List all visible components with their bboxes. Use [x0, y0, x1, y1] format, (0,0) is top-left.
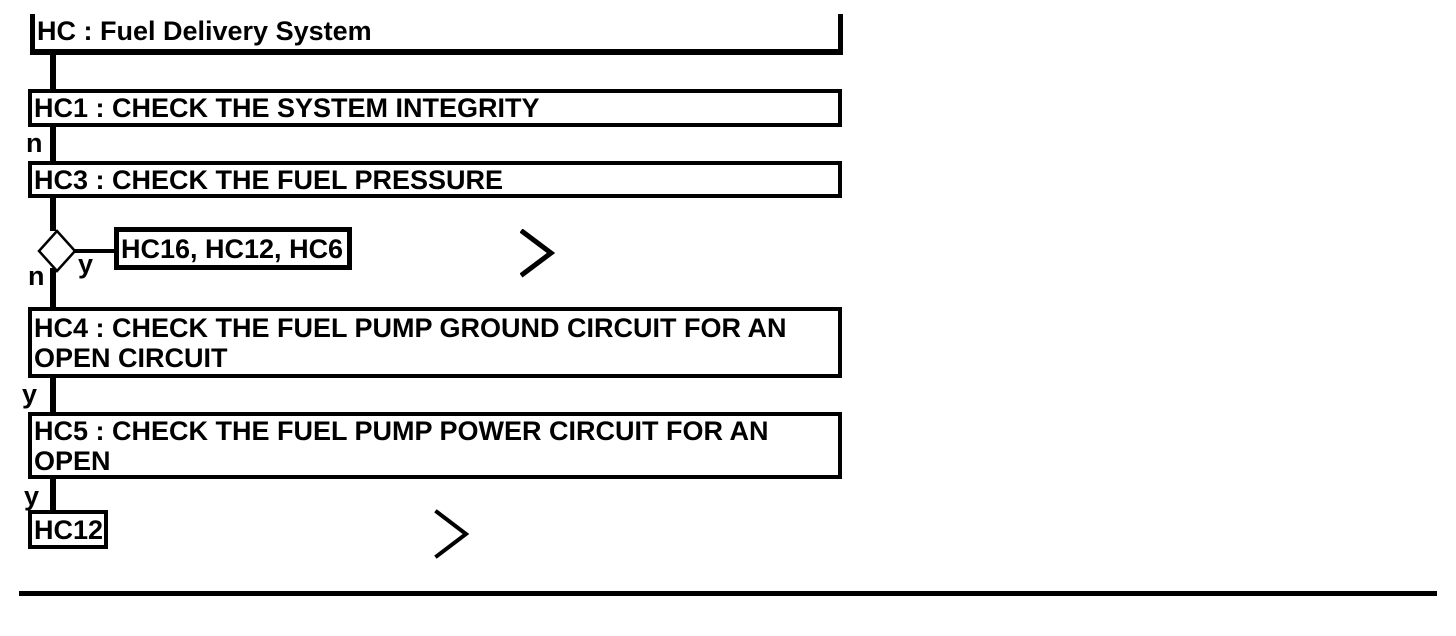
connector-decision-hc4 [50, 268, 56, 307]
step-hc4-line1: HC4 : CHECK THE FUEL PUMP GROUND CIRCUIT… [34, 312, 787, 343]
step-hc4[interactable]: HC4 : CHECK THE FUEL PUMP GROUND CIRCUIT… [28, 307, 842, 378]
step-hc5-line1: HC5 : CHECK THE FUEL PUMP POWER CIRCUIT … [34, 415, 769, 446]
flowchart-title: HC : Fuel Delivery System [30, 14, 843, 55]
ref-box-hc16-label: HC16, HC12, HC6 [121, 233, 344, 264]
branch-label-y-decision: y [78, 249, 94, 279]
step-hc5[interactable]: HC5 : CHECK THE FUEL PUMP POWER CIRCUIT … [28, 412, 842, 479]
connector-decision-hc16 [73, 249, 116, 253]
connector-title-hc1 [50, 55, 56, 89]
connector-hc5-hc12 [50, 479, 56, 510]
step-hc3-label: HC3 : CHECK THE FUEL PRESSURE [34, 164, 504, 195]
branch-label-n-hc1: n [26, 128, 43, 158]
continue-chevron-icon-2[interactable] [434, 509, 472, 566]
step-hc5-line2: OPEN [34, 445, 111, 476]
connector-hc4-hc5 [50, 378, 56, 412]
connector-hc1-hc3 [50, 127, 56, 161]
footer-divider [19, 591, 1437, 596]
step-hc3[interactable]: HC3 : CHECK THE FUEL PRESSURE [28, 161, 842, 198]
step-hc1[interactable]: HC1 : CHECK THE SYSTEM INTEGRITY [28, 89, 842, 127]
step-hc4-line2: OPEN CIRCUIT [34, 342, 228, 373]
branch-label-n-decision: n [28, 261, 45, 291]
ref-box-hc12-label: HC12 [34, 514, 104, 545]
flowchart-title-label: HC : Fuel Delivery System [37, 16, 372, 46]
step-hc1-label: HC1 : CHECK THE SYSTEM INTEGRITY [34, 93, 540, 123]
decision-diamond-icon [37, 229, 77, 278]
continue-chevron-icon[interactable] [519, 228, 556, 284]
ref-box-hc12[interactable]: HC12 [28, 510, 108, 549]
branch-label-y-hc4: y [22, 379, 38, 409]
ref-box-hc16-hc12-hc6[interactable]: HC16, HC12, HC6 [114, 227, 352, 270]
branch-label-y-hc5: y [24, 481, 40, 511]
connector-hc3-decision [50, 198, 56, 231]
